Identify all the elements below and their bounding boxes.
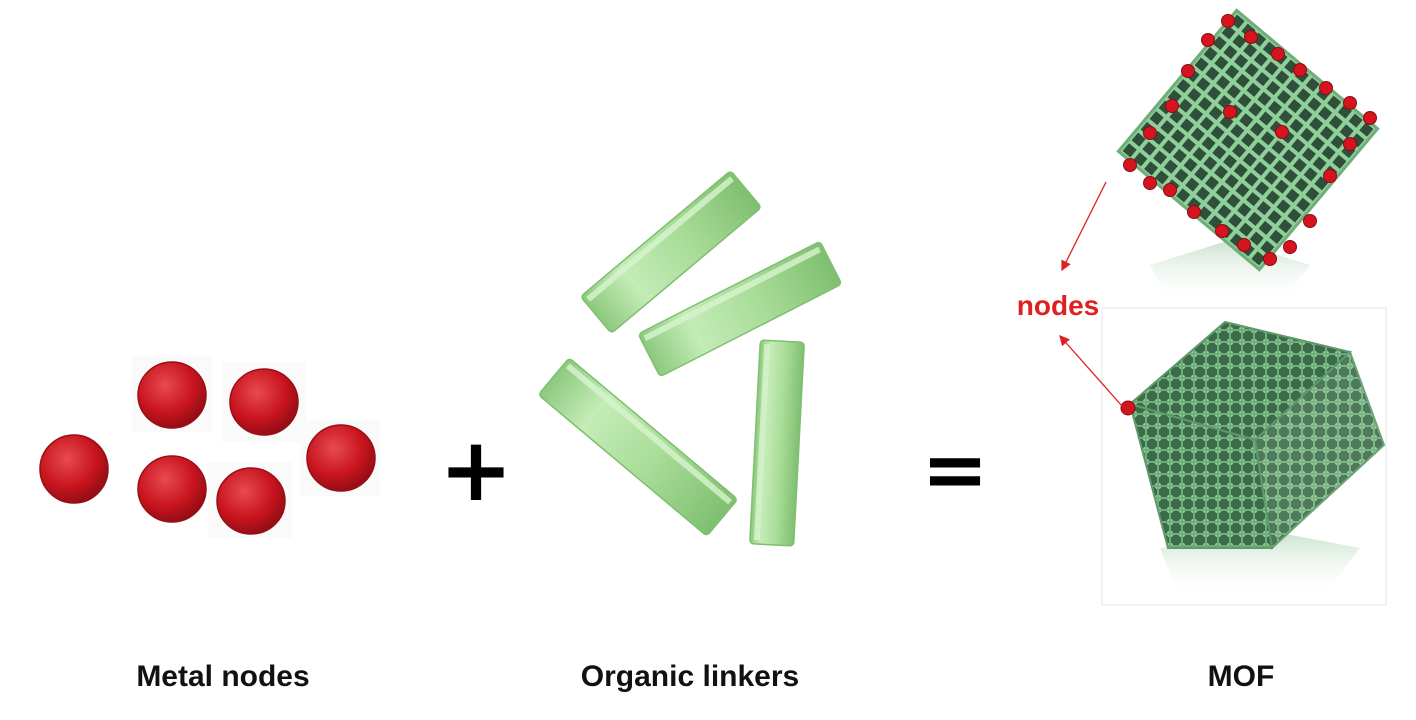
equals-operator: = (921, 423, 989, 516)
organic-linkers-group (539, 171, 842, 547)
metal-nodes-group (39, 356, 380, 538)
organic-linker (638, 241, 842, 377)
organic-linkers-caption: Organic linkers (580, 660, 800, 693)
mof-node (1263, 252, 1277, 266)
metal-node (137, 361, 207, 429)
mof-node (1271, 47, 1285, 61)
mof-node (1163, 183, 1177, 197)
arrow-to-top-node (1061, 181, 1107, 272)
mof-node (1165, 99, 1179, 113)
nodes-annotation-arrows (1059, 181, 1123, 407)
plus-operator: + (439, 418, 513, 521)
mof-node (1244, 30, 1258, 44)
mof-node (1323, 169, 1337, 183)
arrow-to-bottom-node (1059, 335, 1123, 407)
metal-nodes-caption: Metal nodes (136, 660, 310, 693)
mof-node (1223, 105, 1237, 119)
mof-caption: MOF (1207, 660, 1275, 693)
mof-node (1181, 64, 1195, 78)
mof-framework-top (1060, 8, 1408, 304)
mof-node (1143, 176, 1157, 190)
organic-linker (749, 339, 805, 547)
mof-framework-bottom (1101, 307, 1387, 606)
mof-node (1120, 400, 1136, 416)
mof-node (1215, 224, 1229, 238)
mof-node (1363, 111, 1377, 125)
mof-node (1303, 214, 1317, 228)
mof-node (1237, 238, 1251, 252)
mof-node (1343, 96, 1357, 110)
mof-node (1343, 137, 1357, 151)
organic-linker (581, 171, 761, 333)
mof-node (1293, 63, 1307, 77)
mof-node (1201, 33, 1215, 47)
metal-node (229, 368, 299, 436)
lattice-cube-right-face (1253, 350, 1386, 551)
metal-node (306, 424, 376, 492)
mof-node (1187, 205, 1201, 219)
mof-node (1319, 81, 1333, 95)
mof-node (1143, 126, 1157, 140)
mof-top-nodes (1123, 14, 1377, 266)
mof-node (1275, 125, 1289, 139)
mof-node (1221, 14, 1235, 28)
nodes-annotation-label: nodes (1016, 290, 1100, 321)
mof-node (1283, 240, 1297, 254)
metal-node (137, 455, 207, 523)
metal-node (39, 434, 109, 504)
organic-linker (539, 358, 737, 536)
mof-node (1123, 158, 1137, 172)
metal-node (216, 467, 286, 535)
